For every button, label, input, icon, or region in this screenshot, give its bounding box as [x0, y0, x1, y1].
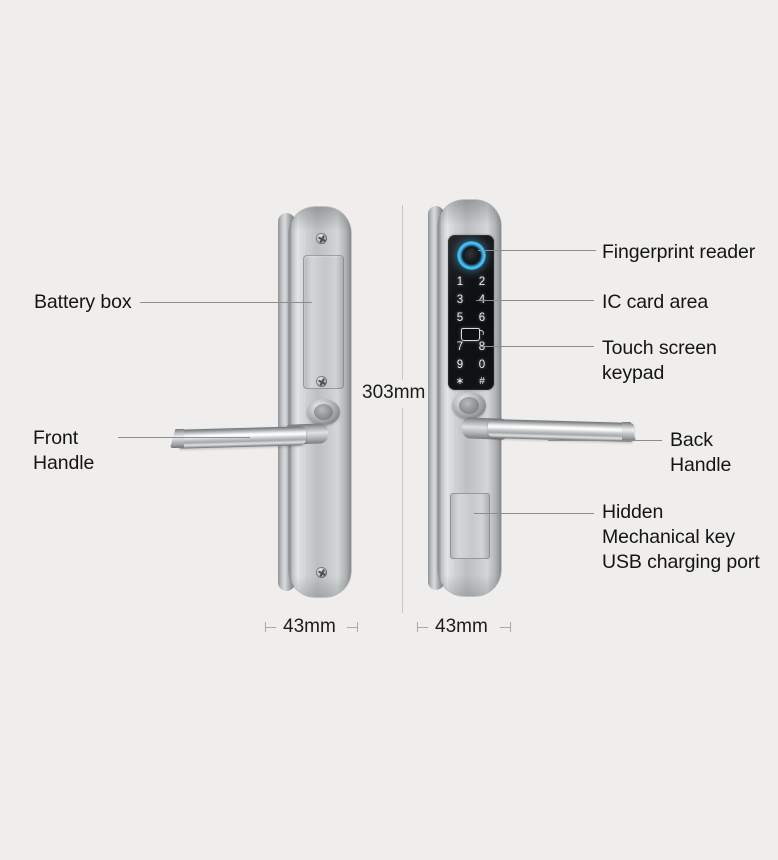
keypad-key-8[interactable]: 8 [478, 341, 486, 353]
touch-screen-keypad-leader-line [480, 346, 594, 347]
front-width-tick-right [357, 622, 358, 632]
keypad-key-9[interactable]: 9 [456, 359, 464, 371]
top-cap-shading [438, 200, 501, 236]
height-dimension-line-lower [402, 408, 403, 613]
front-lock-body [278, 207, 366, 597]
keypad-key-star[interactable]: ∗ [455, 376, 465, 387]
ic-card-area-label: IC card area [602, 291, 709, 313]
keypad-key-5[interactable]: 5 [456, 312, 464, 324]
back-width-bar-right [500, 627, 511, 628]
back-width-tick-left [417, 622, 418, 632]
back-handle-leader-line [548, 440, 662, 441]
keypad-key-1[interactable]: 1 [456, 276, 464, 288]
ic-card-area-leader-line [476, 300, 594, 301]
hidden-mechanical-label: Hidden Mechanical key USB charging port [602, 501, 760, 573]
back-handle-rosette-inner [459, 397, 479, 414]
back-lock-body: 1 2 3 4 5 6 7 8 9 0 ∗ # [428, 200, 516, 596]
back-width-tick-right [510, 622, 511, 632]
keypad-key-6[interactable]: 6 [478, 312, 486, 324]
front-handle-rosette-inner [314, 404, 333, 420]
back-width-bar-left [417, 627, 428, 628]
keypad-key-7[interactable]: 7 [456, 341, 464, 353]
touch-screen-keypad-label: Touch screen keypad [602, 337, 717, 384]
battery-box-cover [303, 255, 344, 389]
front-handle-leader-line [118, 437, 250, 438]
front-handle-tip [170, 429, 184, 448]
touch-screen-keypad-panel[interactable]: 1 2 3 4 5 6 7 8 9 0 ∗ # [448, 235, 494, 390]
fingerprint-reader-label: Fingerprint reader [602, 241, 756, 263]
hidden-mechanical-leader-line [474, 513, 594, 514]
fingerprint-reader-leader-line [478, 250, 596, 251]
front-width-bar-left [265, 627, 276, 628]
front-top-screw [316, 233, 327, 244]
back-handle-lever [488, 418, 634, 443]
front-bottom-screw [316, 567, 327, 578]
keypad-key-3[interactable]: 3 [456, 294, 464, 306]
front-handle-lever-group [168, 418, 328, 452]
front-width-label: 43mm [283, 616, 336, 637]
height-dimension-line-upper [402, 205, 403, 380]
back-handle-lever-group [462, 412, 642, 448]
ic-card-icon[interactable] [461, 328, 480, 341]
battery-box-label: Battery box [34, 291, 132, 313]
height-dimension-label: 303mm [362, 382, 426, 403]
back-handle-label: Back Handle [670, 429, 732, 476]
front-width-tick-left [265, 622, 266, 632]
battery-box-leader-line [140, 302, 312, 303]
front-handle-label: Front Handle [33, 427, 95, 474]
keypad-key-0[interactable]: 0 [478, 359, 486, 371]
front-width-bar-right [347, 627, 358, 628]
keypad-key-hash[interactable]: # [479, 376, 485, 387]
front-mid-screw [316, 376, 327, 387]
back-width-label: 43mm [435, 616, 488, 637]
hidden-mechanical-key-usb-cover[interactable] [450, 493, 490, 559]
fingerprint-reader-core [463, 247, 480, 264]
bottom-cap-shading [438, 566, 501, 596]
keypad-key-2[interactable]: 2 [478, 276, 486, 288]
